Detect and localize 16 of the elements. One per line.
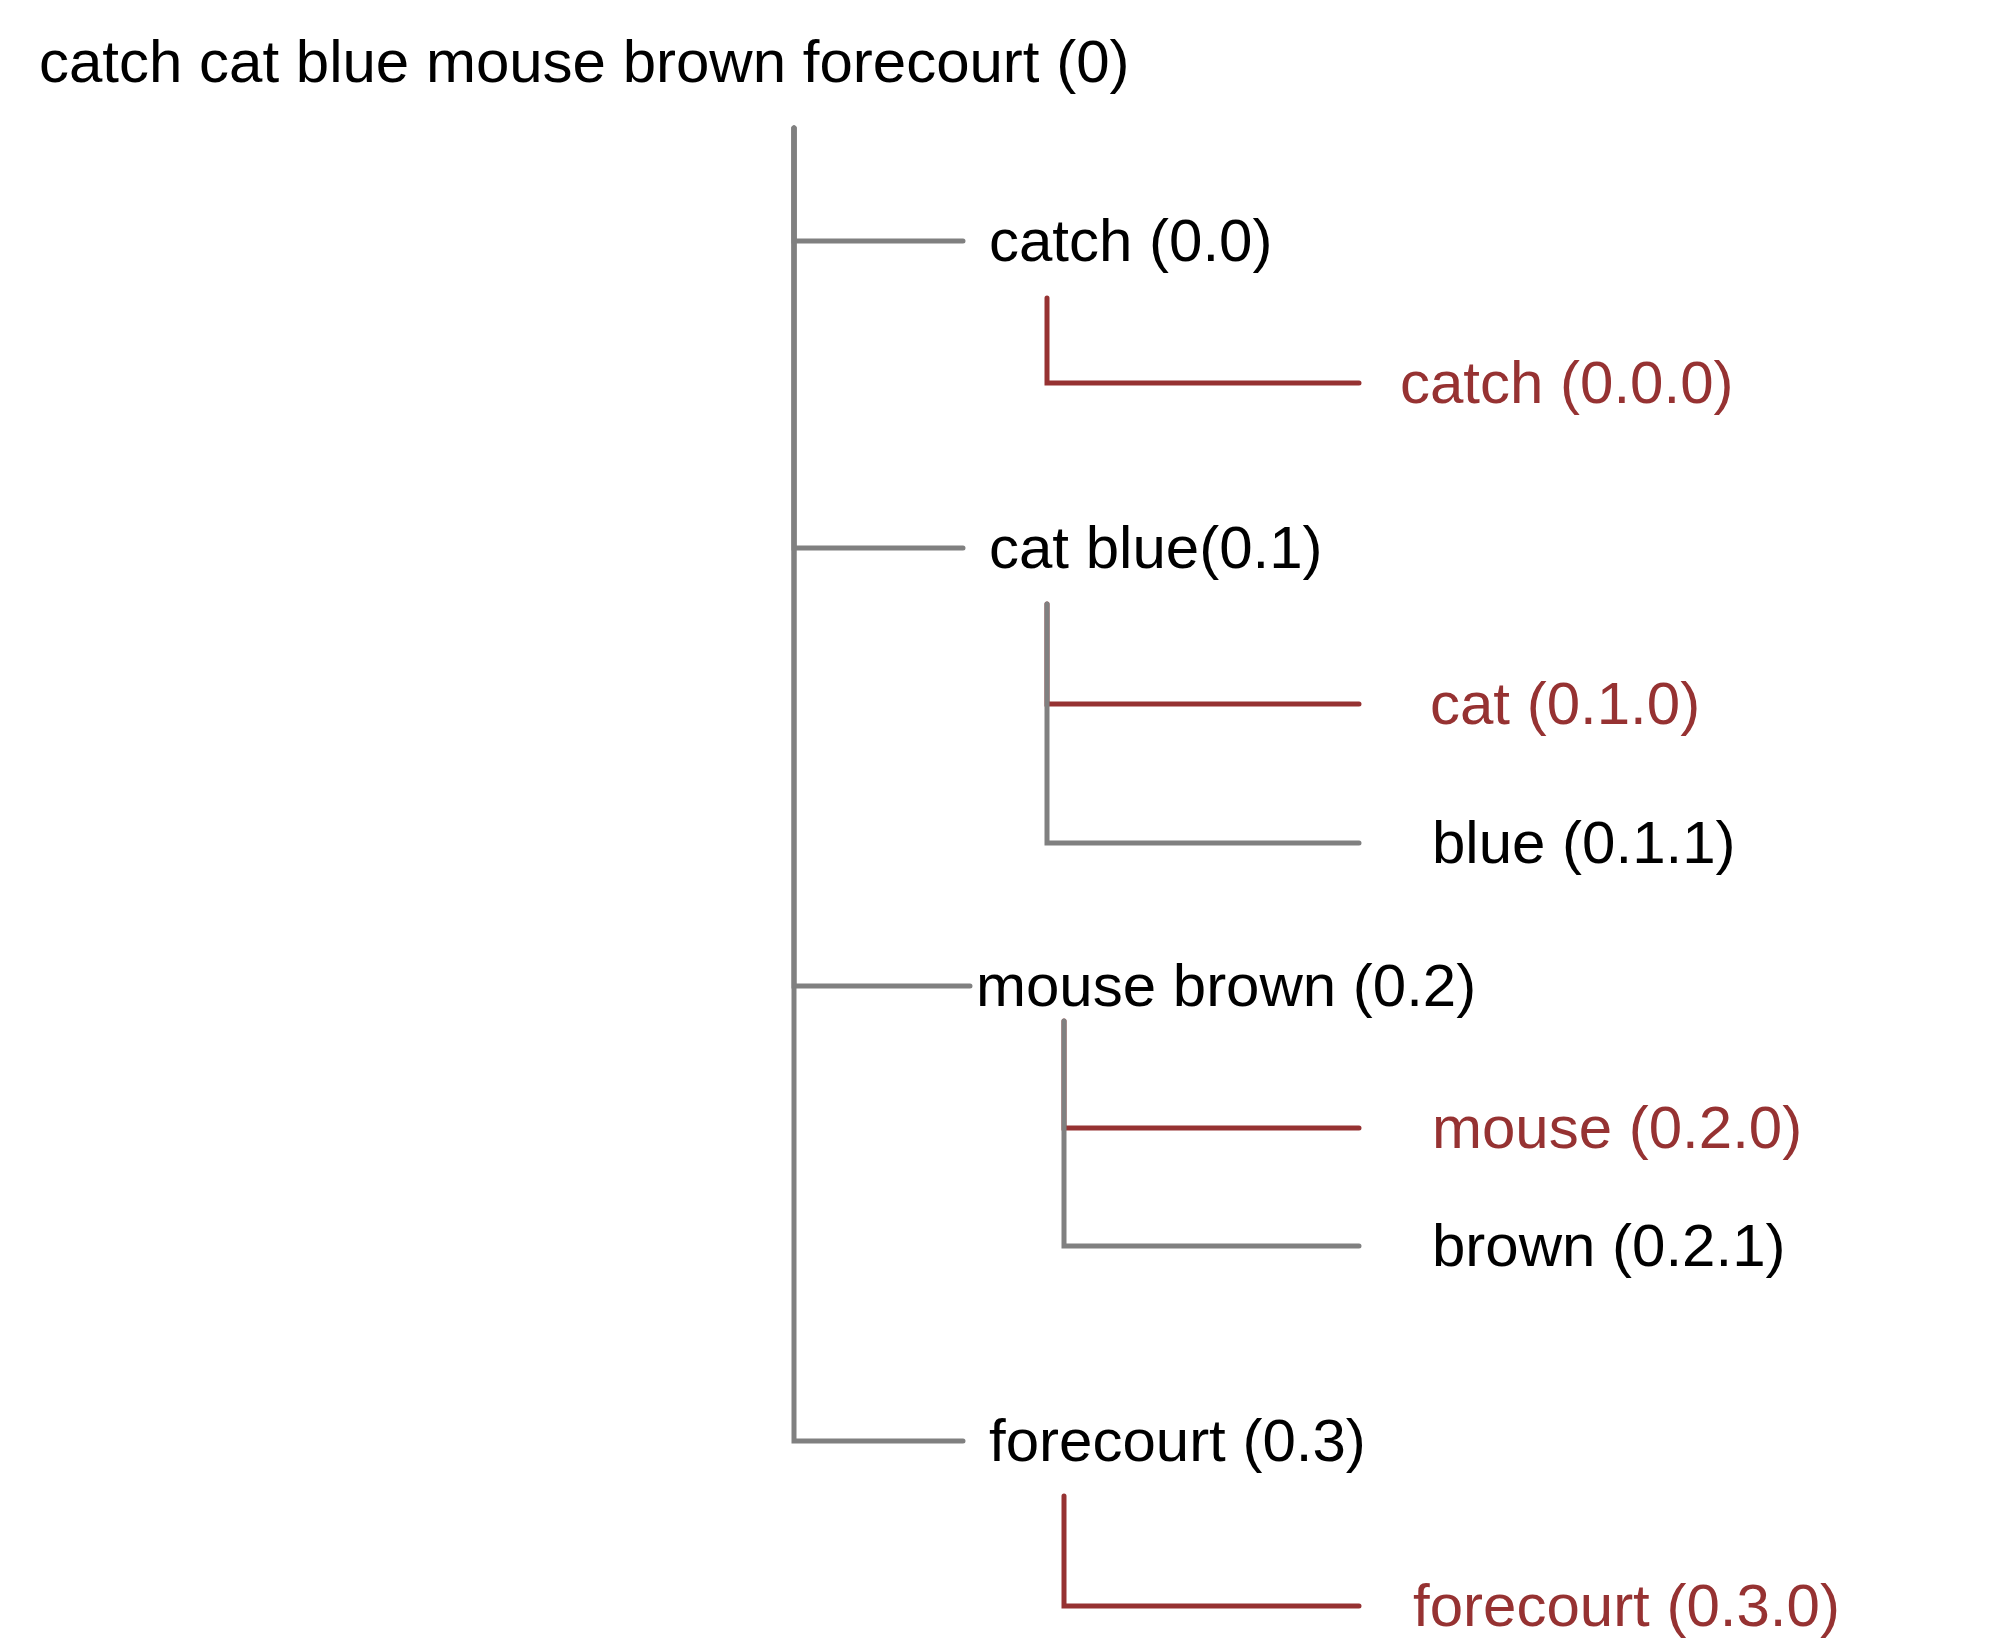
tree-connector (1061, 1493, 1362, 1609)
tree-node-label: forecourt (0.3) (989, 1406, 1366, 1476)
tree-node-label: cat (0.1.0) (1430, 669, 1701, 739)
tree-connector (1044, 295, 1362, 386)
tree-node-label: catch (0.0.0) (1400, 348, 1734, 418)
tree-node-label: brown (0.2.1) (1432, 1211, 1786, 1281)
tree-node-label: catch (0.0) (989, 206, 1273, 276)
tree-node-label: cat blue(0.1) (989, 513, 1323, 583)
tree-node-label: mouse (0.2.0) (1432, 1093, 1803, 1163)
tree-node-label: blue (0.1.1) (1432, 808, 1736, 878)
tree-node-label: catch cat blue mouse brown forecourt (0) (39, 27, 1130, 97)
tree-connector (1061, 1018, 1362, 1249)
tree-connector (791, 125, 966, 1444)
tree-node-label: mouse brown (0.2) (976, 951, 1477, 1021)
tree-node-label: forecourt (0.3.0) (1413, 1571, 1840, 1641)
tree-connector (1044, 601, 1362, 846)
